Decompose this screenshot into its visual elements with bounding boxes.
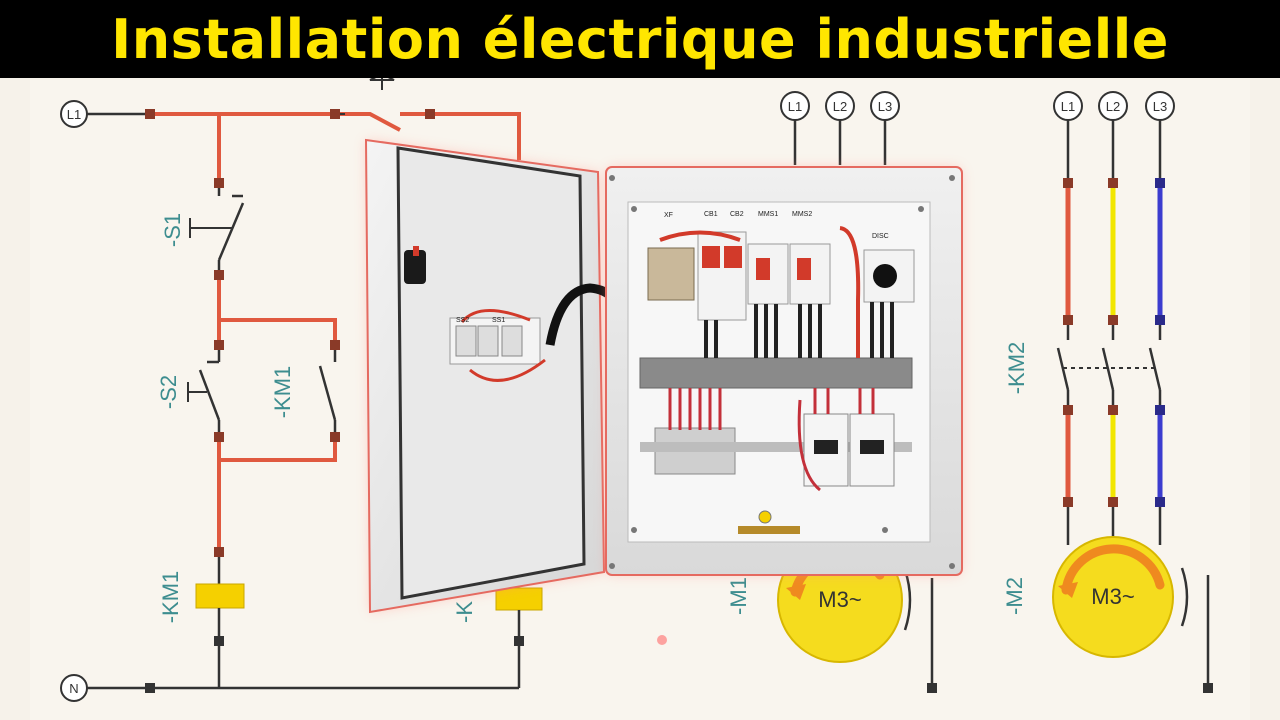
motor2-circuit: L1 L2 L3 -KM2 xyxy=(1002,91,1213,693)
switch-s1-label: -S1 xyxy=(160,213,185,247)
door-handle-latch xyxy=(413,246,419,256)
earth-symbol-icon xyxy=(758,510,772,524)
page-title: Installation électrique industrielle xyxy=(111,7,1169,71)
label-xf: XF xyxy=(664,212,673,219)
ground-icon xyxy=(369,78,395,90)
km2-coil xyxy=(495,587,543,611)
door-label-ss2: SS2 xyxy=(456,317,469,324)
decor-dot xyxy=(657,635,667,645)
motor2-leads-lower xyxy=(1066,507,1162,545)
breaker-wires xyxy=(704,302,894,358)
motor2-phase-l2: L2 xyxy=(1106,99,1120,114)
l1-phase-label: L1 xyxy=(67,107,81,122)
control-terminals xyxy=(145,109,524,693)
motor2-terminals xyxy=(1063,178,1165,507)
control-circuit: L1 -S1 -S2 -KM1 xyxy=(60,78,543,702)
motor1-terminal xyxy=(927,683,937,693)
km1-aux-label: -KM1 xyxy=(270,366,295,419)
circuit-breakers xyxy=(697,231,831,321)
motor2-leads-dark xyxy=(1066,120,1162,183)
switch-s2-label: -S2 xyxy=(156,375,181,409)
panel-screws xyxy=(609,175,955,569)
km1-coil-label: -KM1 xyxy=(158,571,183,624)
door-selector-switches xyxy=(449,309,546,382)
neutral-label: N xyxy=(69,681,78,696)
label-mms2: MMS2 xyxy=(792,211,812,218)
motor2-phase-l1: L1 xyxy=(1061,99,1075,114)
motor1-phase-wires xyxy=(793,120,887,165)
transformer-xf xyxy=(647,247,695,301)
motor1-phase-l1: L1 xyxy=(788,99,802,114)
label-mms1: MMS1 xyxy=(758,211,778,218)
motor2-arrow-head xyxy=(1058,582,1078,598)
coil2-label: -K xyxy=(452,601,477,623)
door-handle-icon xyxy=(404,250,426,284)
wiring-duct xyxy=(639,357,913,389)
earth-bar xyxy=(738,526,800,534)
contactor-wires xyxy=(797,388,875,492)
motor1-phase-l3: L3 xyxy=(878,99,892,114)
label-cb2: CB2 xyxy=(730,211,744,218)
label-disc: DISC xyxy=(872,233,889,240)
motor2-rotation-arrow xyxy=(1061,544,1165,595)
contactors xyxy=(803,413,895,487)
electrical-panel: SS2 SS1 XF CB1 CB2 MMS1 MMS2 xyxy=(364,138,963,614)
motor1-text: M3~ xyxy=(818,587,861,612)
disconnect-knob xyxy=(873,264,897,288)
label-cb1: CB1 xyxy=(704,211,718,218)
red-wiring xyxy=(659,226,861,358)
terminal-wires xyxy=(668,388,722,430)
wiring-diagram: L1 -S1 -S2 -KM1 xyxy=(30,78,1250,720)
title-bar: Installation électrique industrielle xyxy=(0,0,1280,78)
motor1-phase-l2: L2 xyxy=(833,99,847,114)
switch-s2 xyxy=(187,345,221,437)
motor2-phase-symbols xyxy=(1053,91,1175,121)
seal-in-branch-wire xyxy=(219,318,337,462)
panel-door-inner xyxy=(396,146,586,600)
motor2-label: -M2 xyxy=(1002,577,1027,615)
motor1-label: -M1 xyxy=(726,577,751,615)
motor1-arrow-head xyxy=(786,584,806,600)
motor2-terminal xyxy=(1203,683,1213,693)
km2-label: -KM2 xyxy=(1004,342,1029,395)
motor2-text: M3~ xyxy=(1091,584,1134,609)
door-label-ss1: SS1 xyxy=(492,317,505,324)
din-rail xyxy=(640,442,912,452)
motor2-phase-l3: L3 xyxy=(1153,99,1167,114)
control-top-wire xyxy=(150,112,401,132)
km1-coil xyxy=(195,583,245,609)
motor2-icon xyxy=(1052,536,1174,658)
coil2-top-wire xyxy=(400,112,521,160)
motor2-shaft xyxy=(1180,567,1189,627)
